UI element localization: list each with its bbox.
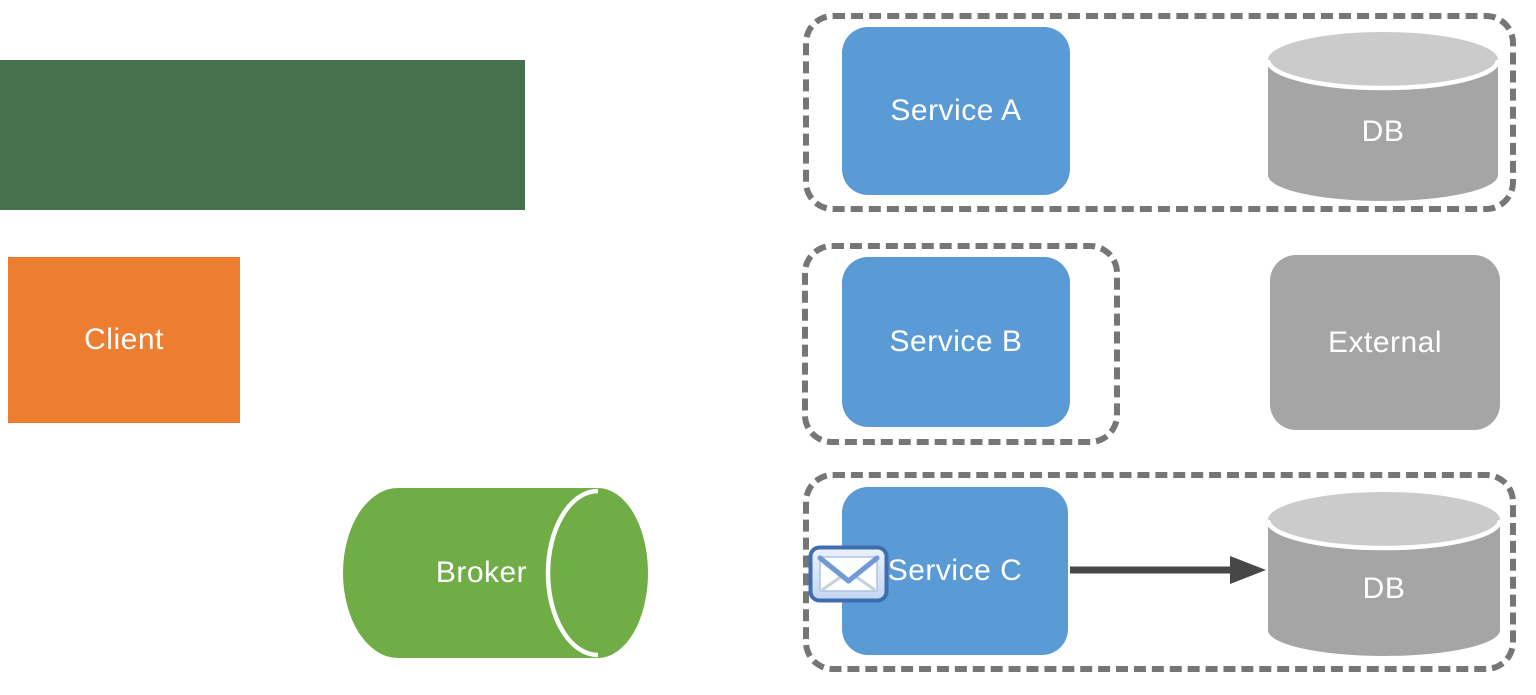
- service-b-node: Service B: [842, 257, 1070, 427]
- database-cylinder-shape: [1265, 492, 1503, 656]
- envelope-icon-shape: [808, 545, 889, 603]
- db-top-node: DB: [1265, 30, 1501, 205]
- envelope-icon: [808, 545, 889, 603]
- horizontal-cylinder-shape: [343, 488, 648, 658]
- broker-node: Broker: [343, 488, 648, 658]
- db-top-label-overlay: DB: [1268, 30, 1498, 205]
- client-node: Client: [8, 257, 240, 423]
- dashed-group-service-a-db: [803, 13, 1516, 212]
- dashed-group-service-b: [802, 243, 1120, 445]
- dashed-group-service-c-db: [803, 472, 1516, 672]
- db-bottom-node: DB: [1265, 490, 1503, 660]
- db-top-label: DB: [1361, 114, 1405, 148]
- service-a-label: Service A: [890, 94, 1022, 127]
- broker-label: Broker: [435, 556, 528, 589]
- service-c-label: Service C: [887, 554, 1023, 587]
- external-node: External: [1270, 255, 1500, 430]
- db-bottom-label: DB: [1362, 572, 1406, 605]
- service-c-to-db-arrow: [1070, 553, 1268, 587]
- service-b-label: Service B: [889, 325, 1023, 358]
- broker-label-overlay: Broker: [343, 488, 648, 658]
- green-banner-rectangle: [0, 60, 525, 210]
- external-label: External: [1327, 325, 1443, 359]
- database-cylinder-shape: [1265, 32, 1501, 201]
- db-bottom-label-overlay: DB: [1268, 490, 1500, 660]
- client-label: Client: [84, 323, 164, 356]
- arrow-shape: [1070, 556, 1266, 584]
- service-a-node: Service A: [842, 27, 1070, 195]
